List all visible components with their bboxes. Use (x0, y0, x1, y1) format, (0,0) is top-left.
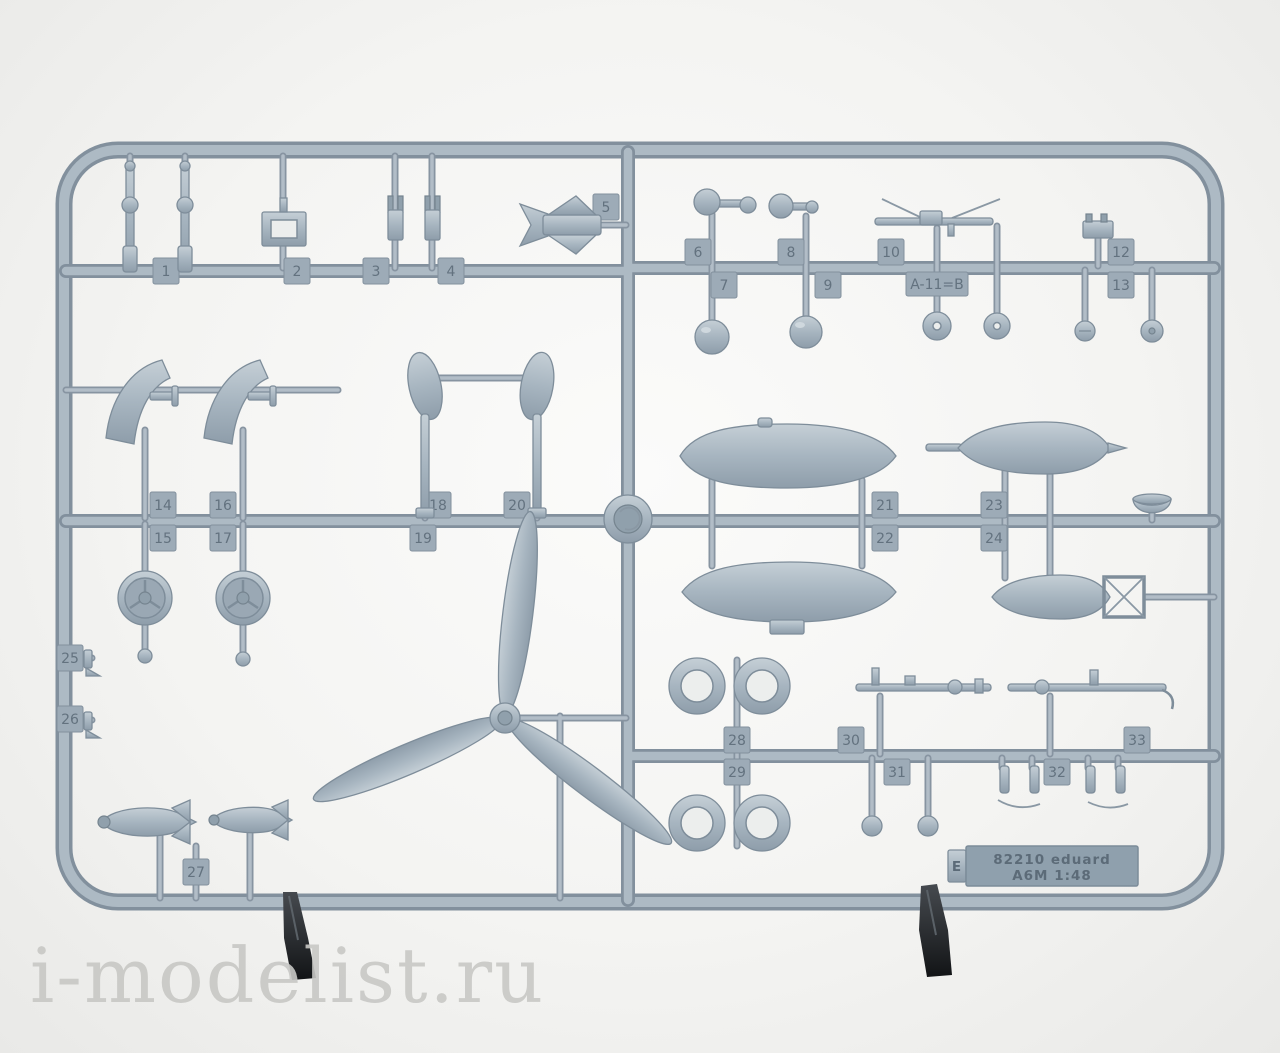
part-tag-label: 30 (842, 733, 860, 749)
part-tag-32: 32 (1043, 758, 1071, 786)
part-tag-label: 6 (694, 245, 703, 261)
part-tag-3: 3 (362, 257, 390, 285)
cowl-ring-parts-28-29 (668, 657, 791, 852)
carburetor-part-12-13 (1074, 213, 1164, 343)
part-tag-label: 4 (447, 264, 456, 280)
sprue-frame (55, 141, 1225, 911)
small-rod-parts-1 (121, 160, 194, 273)
part-tag-1: 1 (152, 257, 180, 285)
part-tag-14: 14 (149, 491, 177, 519)
part-tag-30: 30 (837, 726, 865, 754)
part-tag-label: 9 (824, 278, 833, 294)
wheel-cover-parts-14-16 (105, 359, 277, 445)
antenna-part-10 (874, 198, 1011, 341)
part-tag-label: 3 (372, 264, 381, 280)
part-tag-31: 31 (883, 758, 911, 786)
part-tag-label: 22 (876, 531, 894, 547)
part-tag-24: 24 (980, 524, 1008, 552)
part-tag-6: 6 (684, 238, 712, 266)
small-bomb-parts-27 (97, 798, 294, 846)
part-tag-17: 17 (209, 524, 237, 552)
watermark: i-modelist.ru (30, 931, 546, 1020)
part-tag-label: A-11=B (910, 277, 963, 293)
part-tag-27: 27 (182, 858, 210, 886)
part-tag-label: 19 (414, 531, 432, 547)
slipper-tank-part-23 (925, 421, 1129, 475)
part-tag-label: 16 (214, 498, 232, 514)
part-tag-label: 8 (787, 245, 796, 261)
spoked-wheel-parts-15-17 (117, 570, 271, 667)
part-tag-21: 21 (871, 491, 899, 519)
part-tag-label: 14 (154, 498, 172, 514)
part-tag-23: 23 (980, 491, 1008, 519)
tiny-parts-25-26 (83, 649, 103, 739)
part-tag-8: 8 (777, 238, 805, 266)
part-tag-label: 13 (1112, 278, 1130, 294)
part-tag-label: 31 (888, 765, 906, 781)
part-tag-15: 15 (149, 524, 177, 552)
part-tag-label: 29 (728, 765, 746, 781)
part-tag-19: 19 (409, 524, 437, 552)
sprue-letter: E (952, 859, 962, 875)
part-tag-label: 7 (720, 278, 729, 294)
part-tag-4: 4 (437, 257, 465, 285)
part-tag-label: 33 (1128, 733, 1146, 749)
part-tag-label: 15 (154, 531, 172, 547)
part-tag-label: 2 (293, 264, 302, 280)
kit-label-plate: E 82210 eduard A6M 1:48 (947, 845, 1139, 887)
part-tag-label: 25 (61, 651, 79, 667)
part-tag-13: 13 (1107, 271, 1135, 299)
strut-parts-3-4 (387, 195, 441, 241)
tail-fin-part-5 (518, 195, 602, 255)
part-tag-5: 5 (592, 193, 620, 221)
part-number-tags: 1 2 3 4 5 6 7 8 9 10 A-11=B 12 13 14 15 … (56, 193, 1151, 886)
part-tag-label: 12 (1112, 245, 1130, 261)
kit-number-brand: 82210 eduard (993, 852, 1111, 868)
part-tag-16: 16 (209, 491, 237, 519)
part-tag-label: 20 (508, 498, 526, 514)
part-tag-label: 5 (602, 200, 611, 216)
bracket-part-2 (261, 197, 307, 247)
part-tag-29: 29 (723, 758, 751, 786)
part-tag-label: 10 (882, 245, 900, 261)
part-tag-28: 28 (723, 726, 751, 754)
bomb-part-24 (991, 574, 1146, 620)
part-tag-label: 26 (61, 712, 79, 728)
stand-clip-right (919, 884, 952, 977)
round-lever-parts-6-8 (693, 188, 819, 219)
part-tag-26: 26 (56, 705, 84, 733)
part-tag-10: 10 (877, 238, 905, 266)
gun-parts-30-33 (855, 667, 1175, 837)
part-tag-label: 1 (162, 264, 171, 280)
propeller-part (312, 510, 673, 845)
part-tag-20: 20 (503, 491, 531, 519)
part-tag-12: 12 (1107, 238, 1135, 266)
part-tag-label: 23 (985, 498, 1003, 514)
drop-tank-part-21 (679, 417, 897, 489)
part-tag-22: 22 (871, 524, 899, 552)
part-tag-25: 25 (56, 644, 84, 672)
part-tag-9: 9 (814, 271, 842, 299)
part-tag-label: 32 (1048, 765, 1066, 781)
part-tag-label: 17 (214, 531, 232, 547)
part-tag-a11b: A-11=B (905, 271, 969, 297)
part-tag-label: 27 (187, 865, 205, 881)
drop-tank-part-22 (681, 561, 897, 635)
stand-clip-left (283, 892, 316, 980)
part-tag-label: 28 (728, 733, 746, 749)
part-tag-7: 7 (710, 271, 738, 299)
part-tag-label: 21 (876, 498, 894, 514)
ball-parts-7-9 (694, 315, 823, 355)
part-tag-label: 24 (985, 531, 1003, 547)
sprue-hub (603, 494, 653, 544)
part-tag-33: 33 (1123, 726, 1151, 754)
kit-subject-scale: A6M 1:48 (1012, 868, 1092, 884)
cup-part (1132, 493, 1172, 514)
part-tag-2: 2 (283, 257, 311, 285)
